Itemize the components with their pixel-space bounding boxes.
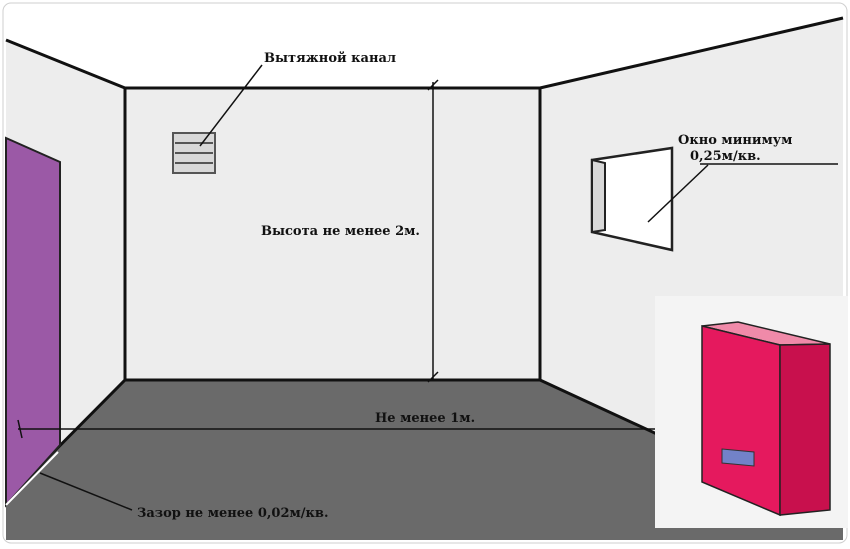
- gap-label: Зазор не менее 0,02м/кв.: [137, 506, 329, 521]
- door-gap-line: [5, 451, 59, 506]
- ceiling: [6, 6, 843, 88]
- height-tick-bottom: [427, 371, 439, 383]
- window-icon: [590, 146, 674, 252]
- floor: [6, 380, 843, 540]
- width-tick-left: [17, 419, 23, 439]
- exhaust-vent-icon: [172, 132, 216, 174]
- height-label: Высота не менее 2м.: [261, 224, 420, 239]
- window-label-leader: [647, 164, 709, 223]
- exhaust-duct-label: Вытяжной канал: [264, 51, 396, 66]
- width-label: Не менее 1м.: [375, 411, 475, 426]
- gap-label-leader: [39, 472, 133, 511]
- door: [5, 136, 61, 508]
- window-label-line1: Окно минимум: [678, 133, 792, 148]
- height-tick-top: [427, 79, 439, 91]
- exhaust-label-leader: [199, 64, 263, 147]
- boiler-icon: [655, 296, 848, 528]
- window-label-line2: 0,25м/кв.: [690, 149, 761, 164]
- back-wall: [125, 88, 540, 380]
